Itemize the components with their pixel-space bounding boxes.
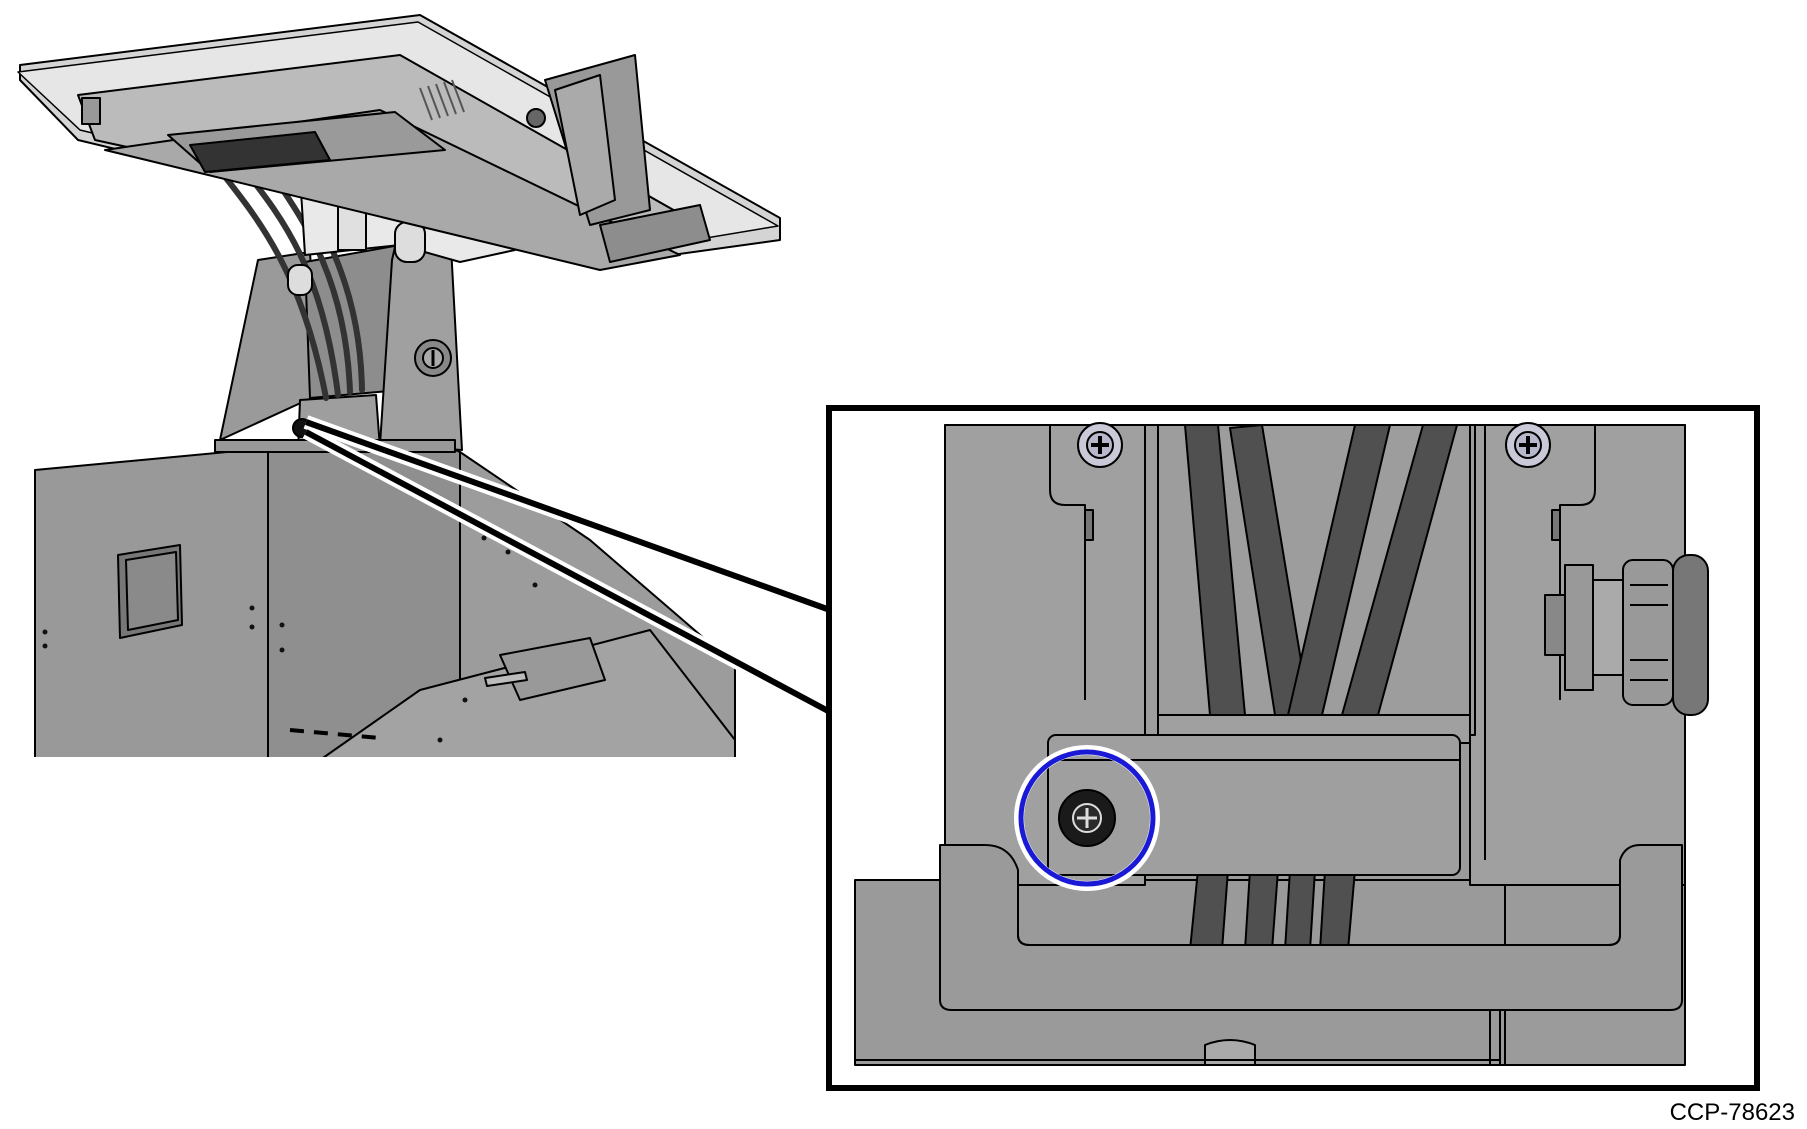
- phillips-screw-icon: [1077, 422, 1123, 468]
- phillips-screw-icon: [1505, 422, 1551, 468]
- overview-illustration: [15, 14, 781, 764]
- thumbscrew-target: [1058, 789, 1116, 847]
- detail-cables: [1184, 424, 1458, 951]
- display-unit: [17, 14, 781, 271]
- key-lock-icon: [1544, 554, 1709, 716]
- figure-id-label: CCP-78623: [1669, 1099, 1795, 1126]
- base-cabinet: [15, 447, 740, 764]
- highlight-circle-icon: [1014, 745, 1160, 891]
- key-lock-icon: [414, 339, 452, 377]
- rear-handle-bracket: [544, 54, 711, 263]
- detail-view: [826, 405, 1760, 1091]
- zoom-callout: [302, 415, 834, 719]
